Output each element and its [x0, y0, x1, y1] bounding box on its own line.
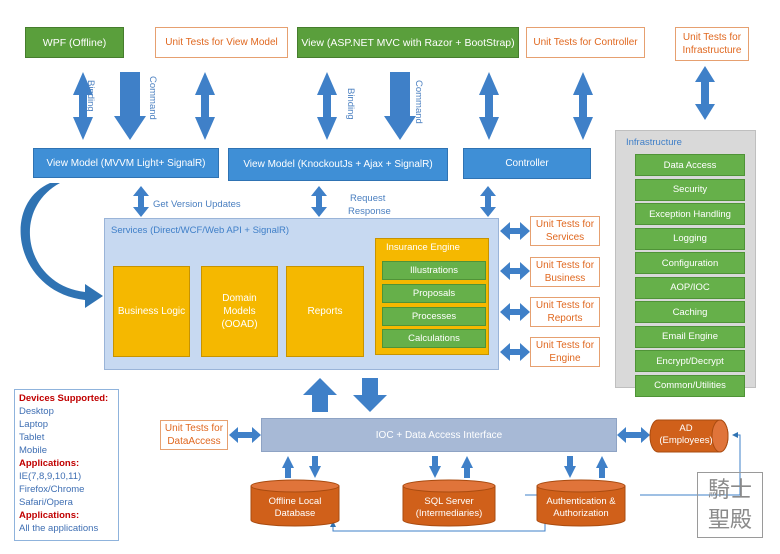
get-version-arrow	[133, 186, 149, 217]
get-version-label: Get Version Updates	[153, 199, 241, 210]
insurance-engine-title: Insurance Engine	[386, 242, 460, 253]
unit-tests-reports-box: Unit Tests for Reports	[530, 297, 600, 327]
request-label: Request	[350, 193, 386, 204]
infrastructure-container: Infrastructure Data Access Security Exce…	[615, 130, 756, 397]
unit-tests-engine-box: Unit Tests for Engine	[530, 337, 600, 367]
applications-heading: Applications:	[19, 458, 80, 469]
view-model-mvvm-box: View Model (MVVM Light+ SignalR)	[33, 148, 219, 178]
response-label: Response	[348, 206, 391, 217]
binding-arrow-1	[73, 72, 93, 140]
business-logic-box: Business Logic	[113, 266, 190, 357]
device-item: Laptop	[19, 419, 49, 430]
applications-heading-2: Applications:	[19, 510, 80, 521]
command-arrow-2	[384, 72, 416, 140]
infra-item: Logging	[635, 227, 745, 250]
infrastructure-list: Data Access Security Exception Handling …	[635, 154, 745, 399]
services-title: Services (Direct/WCF/Web API + SignalR)	[111, 225, 289, 236]
request-response-arrow	[311, 186, 327, 217]
browser-item: Firefox/Chrome	[19, 484, 85, 495]
reports-box: Reports	[286, 266, 364, 357]
devices-supported-box: Devices Supported: Desktop Laptop Tablet…	[14, 389, 119, 541]
controller-service-arrow	[480, 186, 496, 217]
infrastructure-title: Infrastructure	[626, 137, 682, 148]
insurance-engine-container: Insurance Engine Illustrations Proposals…	[375, 238, 489, 355]
services-container: Services (Direct/WCF/Web API + SignalR) …	[104, 218, 499, 370]
infra-item: Security	[635, 178, 745, 201]
infra-item: Exception Handling	[635, 203, 745, 225]
view-model-knockout-box: View Model (KnockoutJs + Ajax + SignalR)	[228, 148, 448, 181]
infra-item: Configuration	[635, 252, 745, 274]
infra-item: Encrypt/Decrypt	[635, 350, 745, 372]
view-mvc-box: View (ASP.NET MVC with Razor + BootStrap…	[297, 27, 519, 58]
infra-item: Caching	[635, 301, 745, 323]
infra-item: Common/Utilities	[635, 374, 745, 397]
infra-item: AOP/IOC	[635, 276, 745, 299]
infra-test-arrow	[695, 66, 715, 120]
illustrations-item: Illustrations	[382, 261, 486, 280]
app-item: All the applications	[19, 523, 99, 534]
sql-server-text: SQL Server (Intermediaries)	[415, 496, 483, 519]
unit-tests-dataaccess-box: Unit Tests for DataAccess	[160, 420, 228, 450]
controller-box: Controller	[463, 148, 591, 179]
unit-tests-services-box: Unit Tests for Services	[530, 216, 600, 246]
unit-tests-business-box: Unit Tests for Business	[530, 257, 600, 287]
ad-employees-text: AD (Employees)	[659, 423, 713, 446]
controller-test-arrow	[573, 72, 593, 140]
offline-db-text: Offline Local Database	[268, 496, 322, 519]
curved-arrow	[20, 183, 103, 308]
watermark-seal: 騎士聖殿	[697, 472, 763, 538]
command-arrow-1	[114, 72, 146, 140]
browser-item: Safari/Opera	[19, 497, 73, 508]
viewmodel-test-arrow	[195, 72, 215, 140]
ioc-down-arrow	[353, 378, 387, 412]
unit-tests-controller-box: Unit Tests for Controller	[526, 27, 645, 58]
unit-tests-infrastructure-box: Unit Tests for Infrastructure	[675, 27, 749, 61]
infra-item: Data Access	[635, 154, 745, 176]
device-item: Tablet	[19, 432, 45, 443]
wpf-offline-box: WPF (Offline)	[25, 27, 124, 58]
binding-arrow-2	[317, 72, 337, 140]
infra-item: Email Engine	[635, 325, 745, 348]
auth-text: Authentication & Authorization	[546, 496, 616, 519]
ioc-up-arrow	[303, 378, 337, 412]
unit-tests-view-model-box: Unit Tests for View Model	[155, 27, 288, 58]
calculations-item: Calculations	[382, 329, 486, 348]
controller-arrow	[479, 72, 499, 140]
device-item: Mobile	[19, 445, 47, 456]
device-item: Desktop	[19, 406, 54, 417]
ioc-data-access-box: IOC + Data Access Interface	[261, 418, 617, 452]
browser-item: IE(7,8,9,10,11)	[19, 471, 82, 482]
domain-models-box: Domain Models (OOAD)	[201, 266, 278, 357]
proposals-item: Proposals	[382, 284, 486, 303]
devices-heading: Devices Supported:	[19, 393, 109, 404]
processes-item: Processes	[382, 307, 486, 326]
